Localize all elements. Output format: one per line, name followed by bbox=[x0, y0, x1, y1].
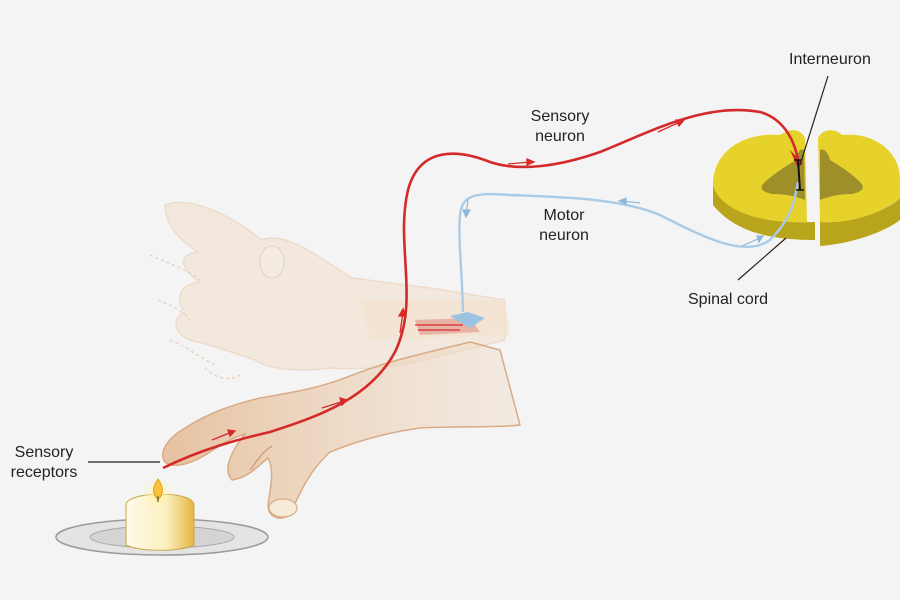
forearm-muscle bbox=[360, 300, 510, 340]
spinal-cord-leader bbox=[737, 237, 787, 281]
motor-neuron-path bbox=[415, 181, 800, 331]
motor-neuron-label: Motor neuron bbox=[524, 206, 604, 246]
interneuron-label: Interneuron bbox=[789, 51, 871, 68]
spinal-cord-cross-section bbox=[713, 130, 900, 246]
sensory-neuron-label: Sensory neuron bbox=[520, 107, 600, 147]
leader-lines bbox=[88, 75, 829, 463]
sensory-neuron-path bbox=[162, 108, 803, 470]
candle-on-plate bbox=[55, 478, 269, 556]
motor-direction-arrows bbox=[462, 197, 765, 247]
interneuron-leader bbox=[799, 75, 829, 166]
sensory-receptors-label-line2: receptors bbox=[10, 464, 78, 481]
candle bbox=[125, 494, 195, 551]
motor-neuron-label-line1: Motor bbox=[543, 207, 585, 224]
sensory-receptors-label-line1: Sensory bbox=[14, 444, 74, 461]
sensory-direction-arrows bbox=[211, 119, 686, 441]
sensory-receptors-label: Sensory receptors bbox=[0, 443, 88, 483]
sensory-neuron-label-line2: neuron bbox=[535, 128, 585, 145]
interneuron-marker bbox=[794, 159, 804, 191]
sensory-neuron-label-line1: Sensory bbox=[530, 108, 590, 125]
reaching-hand bbox=[162, 341, 521, 519]
spinal-cord-label: Spinal cord bbox=[688, 291, 769, 308]
sensory-terminal-arrow bbox=[790, 150, 803, 168]
motor-neuron-label-line2: neuron bbox=[539, 227, 589, 244]
